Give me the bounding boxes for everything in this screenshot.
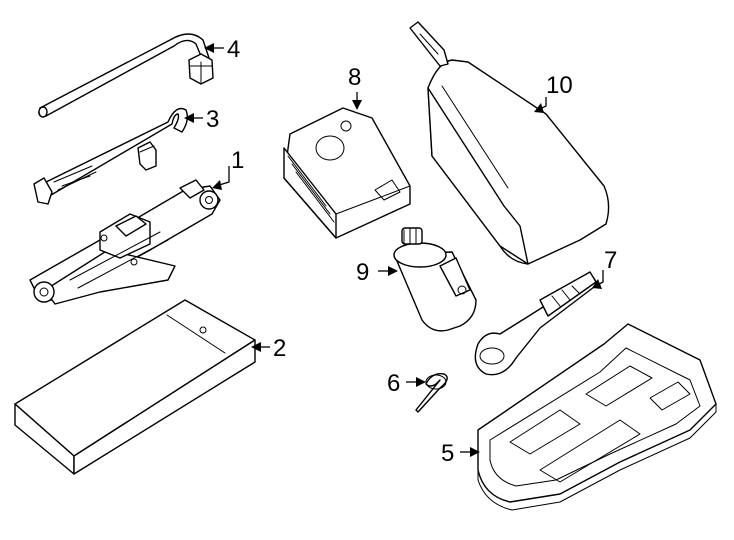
callout-6: 6 [387,370,400,397]
compressor [283,107,411,239]
callout-8: 8 [348,64,361,91]
clip [415,373,448,413]
sealant-bottle [393,227,477,332]
callout-7: 7 [604,247,617,274]
sealant-bag [409,21,610,265]
callout-leaders [184,43,604,457]
scissor-jack [29,179,221,305]
lug-wrench [38,33,214,118]
callout-labels: 1 2 3 4 5 6 7 8 9 10 [206,36,617,467]
towing-eye [474,271,599,376]
callout-4: 4 [227,36,240,63]
callout-3: 3 [206,106,219,133]
callout-1: 1 [231,147,244,174]
callout-2: 2 [273,335,286,362]
callout-9: 9 [356,259,369,286]
foam-tray [477,323,717,511]
callout-10: 10 [546,72,573,99]
callout-5: 5 [441,440,454,467]
jack-handle [33,107,189,205]
storage-box [14,299,256,475]
